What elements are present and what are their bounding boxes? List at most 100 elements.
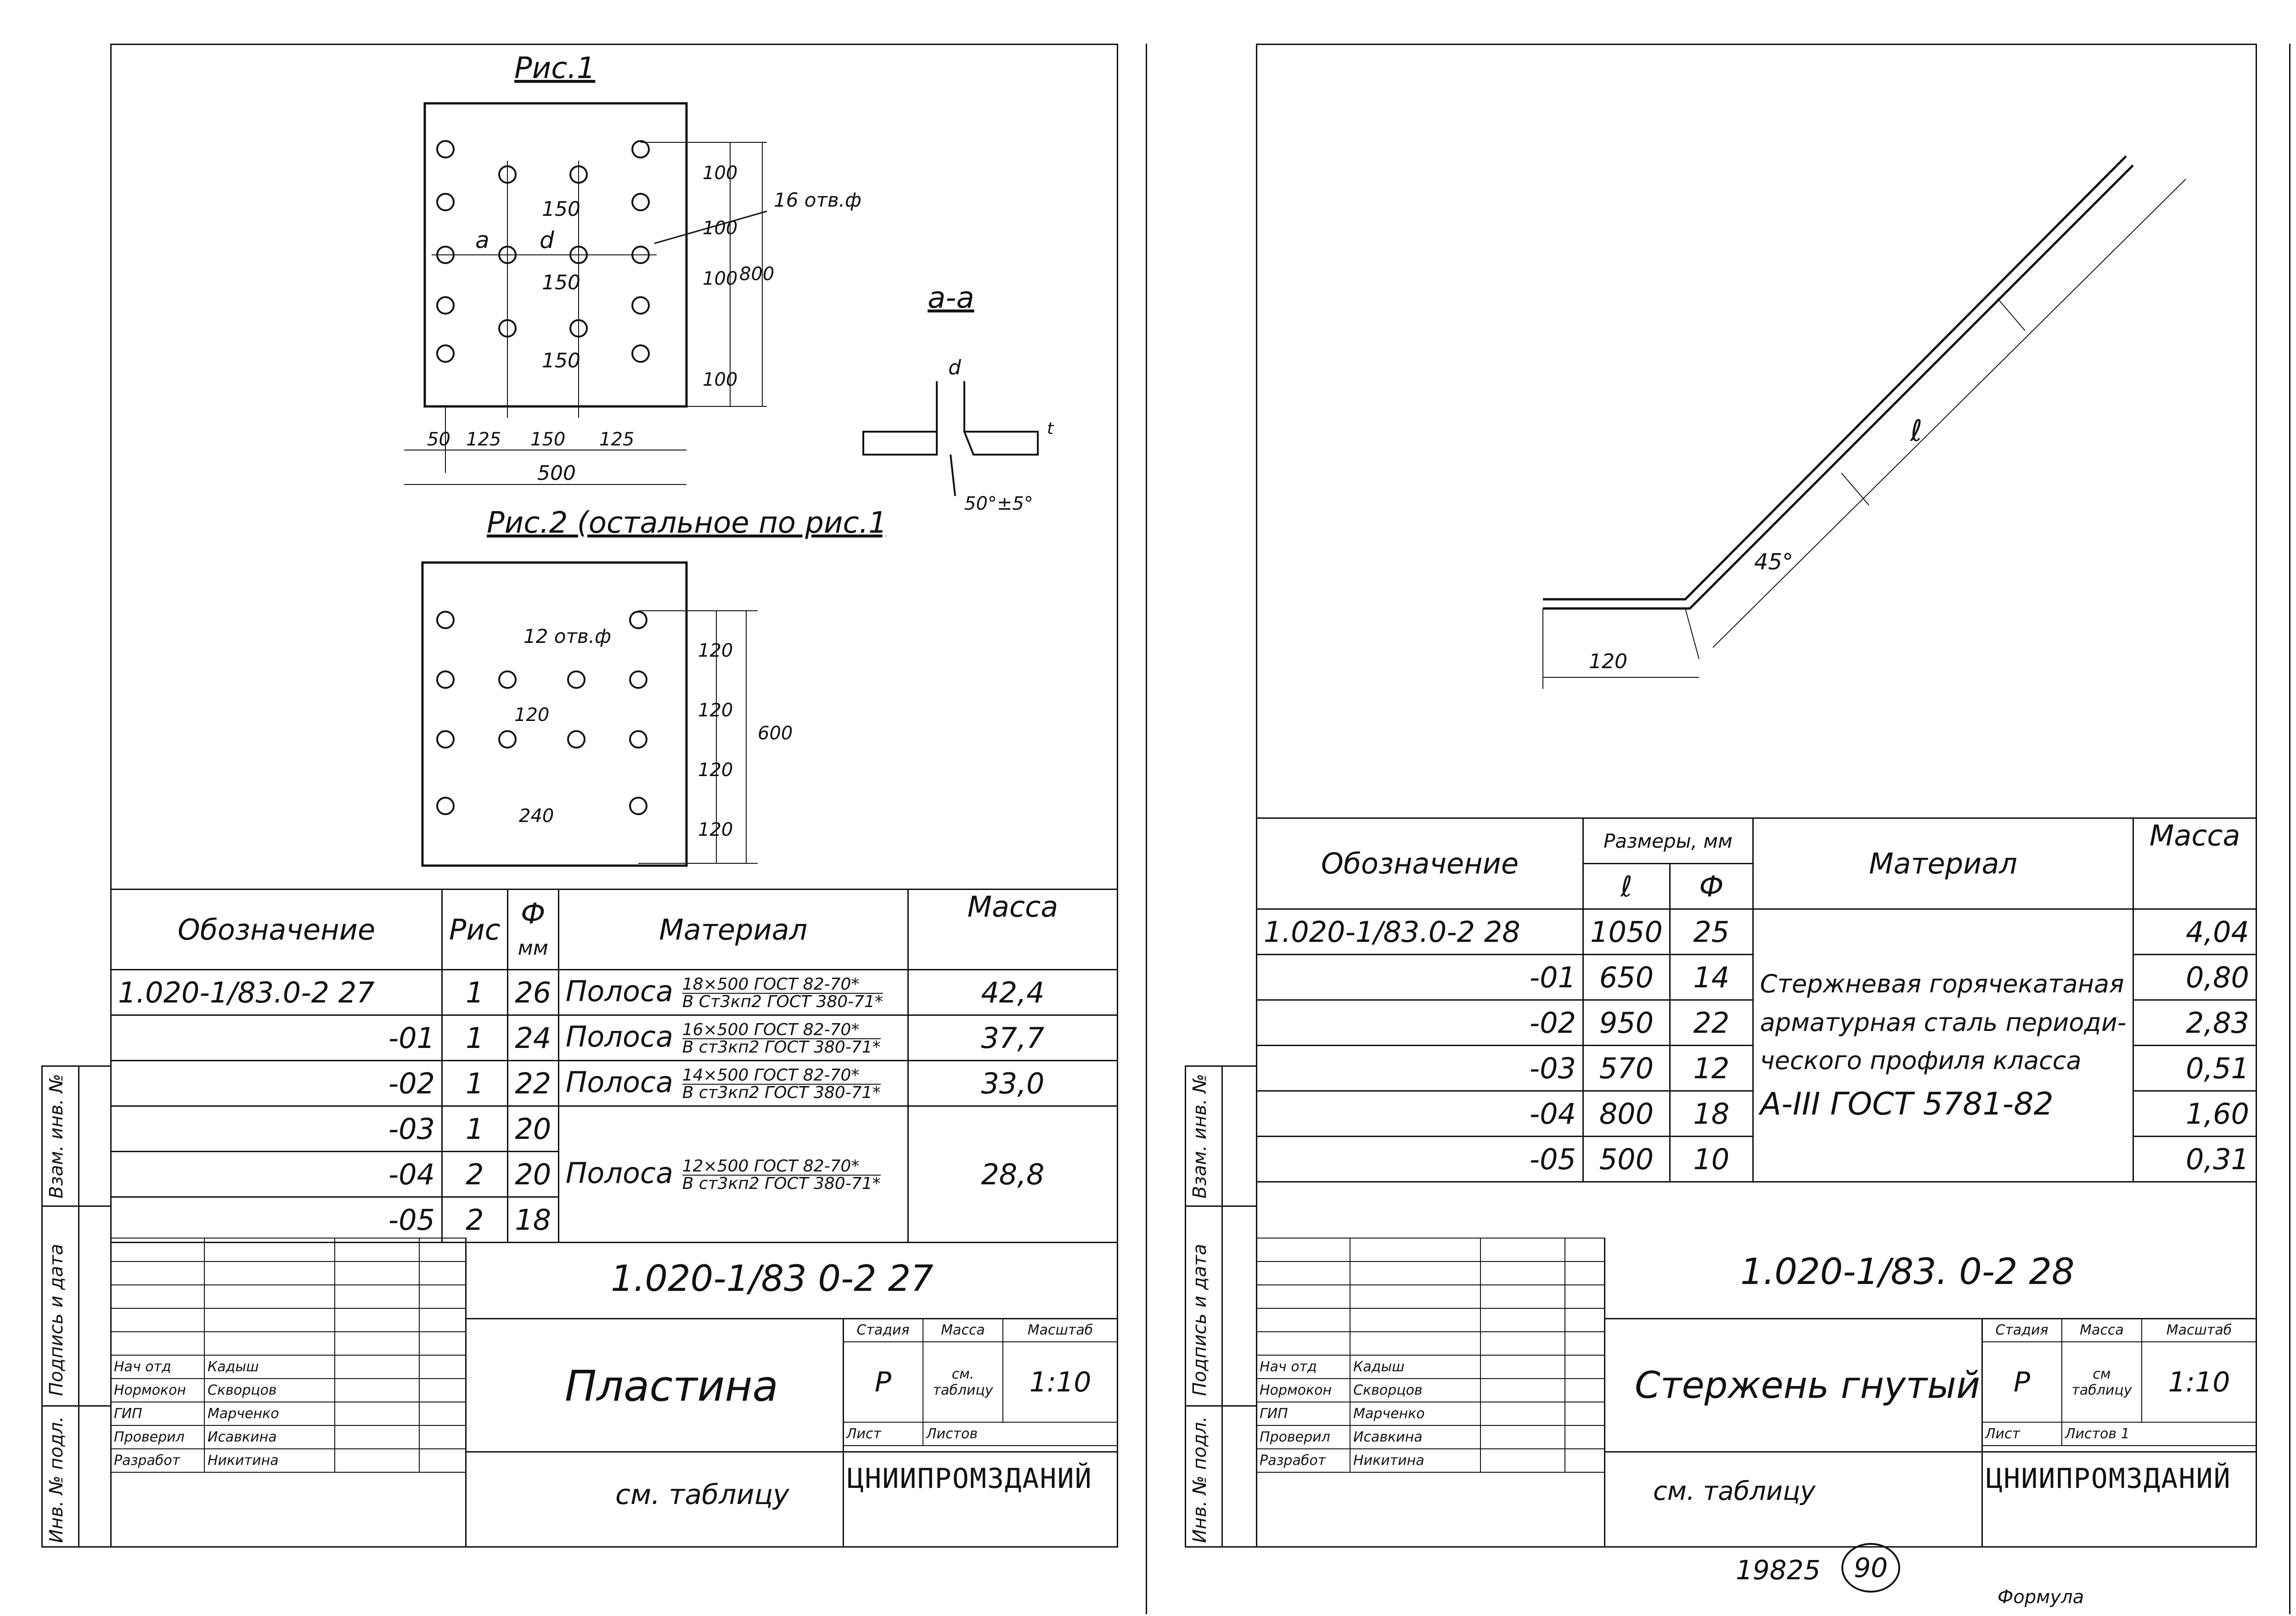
rr2-phi: 22 [1669, 999, 1754, 1046]
plate-1 [423, 102, 688, 408]
rr0-l: 1050 [1582, 908, 1671, 955]
plate-2 [421, 561, 688, 867]
rr1-mass: 0,80 [2133, 954, 2257, 1001]
holes12-label: 12 отв.ф [523, 625, 611, 648]
lh-material: Материал [557, 889, 909, 970]
dim2-120c: 120 [698, 760, 733, 781]
left-label-inv-orig: Инв. № подл. [46, 1416, 67, 1543]
bent-bar [1543, 155, 2134, 610]
footer-signature: Формула [1998, 1587, 2084, 1608]
section-a-a: а-а d t 50°±5° [862, 281, 1054, 514]
figure-1-drawing: Рис.1 а d 150 150 150 100 100 100 100 80… [404, 51, 861, 485]
lr1-phi: 24 [506, 1014, 559, 1061]
dim-125b: 125 [599, 429, 634, 450]
lstaff1-name: Скворцов [204, 1378, 335, 1402]
lr0-num: 18×500 ГОСТ 82-70* [682, 976, 883, 994]
rr0-phi: 25 [1669, 908, 1754, 955]
ls-sheets-h: Листов [923, 1422, 1118, 1446]
rs-scale: 1:10 [2141, 1341, 2257, 1423]
rr-mat-line-1: арматурная сталь периоди- [1760, 1008, 2127, 1037]
lr-merged-mass: 28,8 [907, 1105, 1119, 1243]
dim-100a: 100 [703, 163, 737, 184]
lr2-fig: 1 [441, 1060, 508, 1107]
right-spec-table: Обозначение Размеры, мм Материал Масса ℓ… [1256, 817, 2257, 1182]
bent-bar-drawing: ℓ 45° 120 [1542, 155, 2186, 689]
lr4-phi: 20 [506, 1151, 559, 1198]
rr1-l: 650 [1582, 954, 1671, 1001]
rr5-l: 500 [1582, 1136, 1671, 1182]
lr4-fig: 2 [441, 1151, 508, 1198]
lr0-phi: 26 [506, 969, 559, 1016]
rr-material: Стержневая горячекатаная арматурная стал… [1752, 908, 2134, 1182]
lr-merged-mat-name: Полоса [565, 1156, 673, 1190]
lh-mm: мм [518, 936, 548, 960]
lstaff0-name: Кадыш [204, 1355, 335, 1379]
lr0-mat: Полоса 18×500 ГОСТ 82-70*В Ст3кп2 ГОСТ 3… [557, 969, 909, 1016]
dim-v150a: 150 [542, 197, 580, 221]
rr-mat-line-0: Стержневая горячекатаная [1760, 969, 2124, 998]
dim-a: а [475, 227, 490, 253]
section-t: t [1047, 419, 1054, 438]
rs-stage-h: Стадия [1981, 1318, 2062, 1342]
sheet-gap-line [1146, 44, 1147, 1614]
section-title: а-а [928, 281, 974, 315]
right-label-inv-orig: Инв. № подл. [1189, 1416, 1210, 1543]
right-label-inv-repl: Взам. инв. № [1189, 1074, 1210, 1199]
dim-v150c: 150 [542, 349, 580, 372]
ls-scale-h: Масштаб [1002, 1318, 1118, 1342]
dim-l: ℓ [1910, 414, 1922, 448]
rr4-des: -04 [1256, 1090, 1584, 1137]
dim2-v240: 240 [519, 805, 554, 827]
right-side-divider [1221, 1065, 1223, 1548]
rr4-mass: 1,60 [2133, 1090, 2257, 1137]
rstaff2-role: ГИП [1256, 1402, 1351, 1426]
right-sheet [1256, 44, 2257, 1548]
lr1-mat: Полоса 16×500 ГОСТ 82-70*В ст3кп2 ГОСТ 3… [557, 1014, 909, 1061]
rr3-l: 570 [1582, 1045, 1671, 1092]
rr5-des: -05 [1256, 1136, 1584, 1182]
rstaff3-role: Проверил [1256, 1425, 1351, 1449]
ls-stage-h: Стадия [843, 1318, 923, 1342]
rs-scale-h: Масштаб [2141, 1318, 2257, 1342]
right-side-strip [1185, 1065, 1256, 1548]
rr1-des: -01 [1256, 954, 1584, 1001]
left-stamp-line-2 [465, 1451, 1118, 1453]
right-stamp-title: Стержень гнутый [1635, 1364, 1981, 1407]
ls-sheet-h: Лист [843, 1422, 923, 1446]
rh-material: Материал [1752, 817, 2134, 910]
lr-merged-mat: Полоса 12×500 ГОСТ 82-70*В ст3кп2 ГОСТ 3… [557, 1105, 909, 1243]
section-angle: 50°±5° [964, 493, 1033, 514]
dim-angle: 45° [1754, 549, 1793, 575]
lh-mass: Масса [907, 889, 1119, 970]
lr2-num: 14×500 ГОСТ 82-70* [682, 1067, 881, 1085]
left-stamp-see: см. таблицу [615, 1479, 789, 1511]
rstaff2-name: Марченко [1350, 1402, 1481, 1426]
lstaff2-name: Марченко [204, 1402, 335, 1426]
rr2-l: 950 [1582, 999, 1671, 1046]
rstaff0-name: Кадыш [1350, 1355, 1481, 1379]
rh-designation: Обозначение [1256, 817, 1584, 910]
ls-mass: см. таблицу [923, 1341, 1003, 1423]
rh-l: ℓ [1582, 863, 1671, 910]
rr3-mass: 0,51 [2133, 1045, 2257, 1092]
lr3-phi: 20 [506, 1105, 559, 1152]
right-stamp-line-2 [1604, 1451, 2257, 1453]
lr2-mat-name: Полоса [565, 1065, 673, 1099]
section-d: d [948, 356, 962, 379]
lstaff3-name: Исавкина [204, 1425, 335, 1449]
rstaff1-name: Скворцов [1350, 1378, 1481, 1402]
footer-circled-number: 90 [1841, 1543, 1900, 1593]
rs-mass: см таблицу [2061, 1341, 2142, 1423]
rr0-des: 1.020-1/83.0-2 28 [1256, 908, 1584, 955]
left-side-line-1 [41, 1205, 110, 1207]
lr2-mat: Полоса 14×500 ГОСТ 82-70*В ст3кп2 ГОСТ 3… [557, 1060, 909, 1107]
lr4-des: -04 [110, 1151, 443, 1198]
left-side-divider [78, 1065, 79, 1548]
rs-sheet-h: Лист [1981, 1422, 2062, 1446]
rh-mass: Масса [2133, 817, 2257, 910]
dim-v150b: 150 [542, 271, 580, 294]
right-outer-line [2289, 44, 2290, 1614]
